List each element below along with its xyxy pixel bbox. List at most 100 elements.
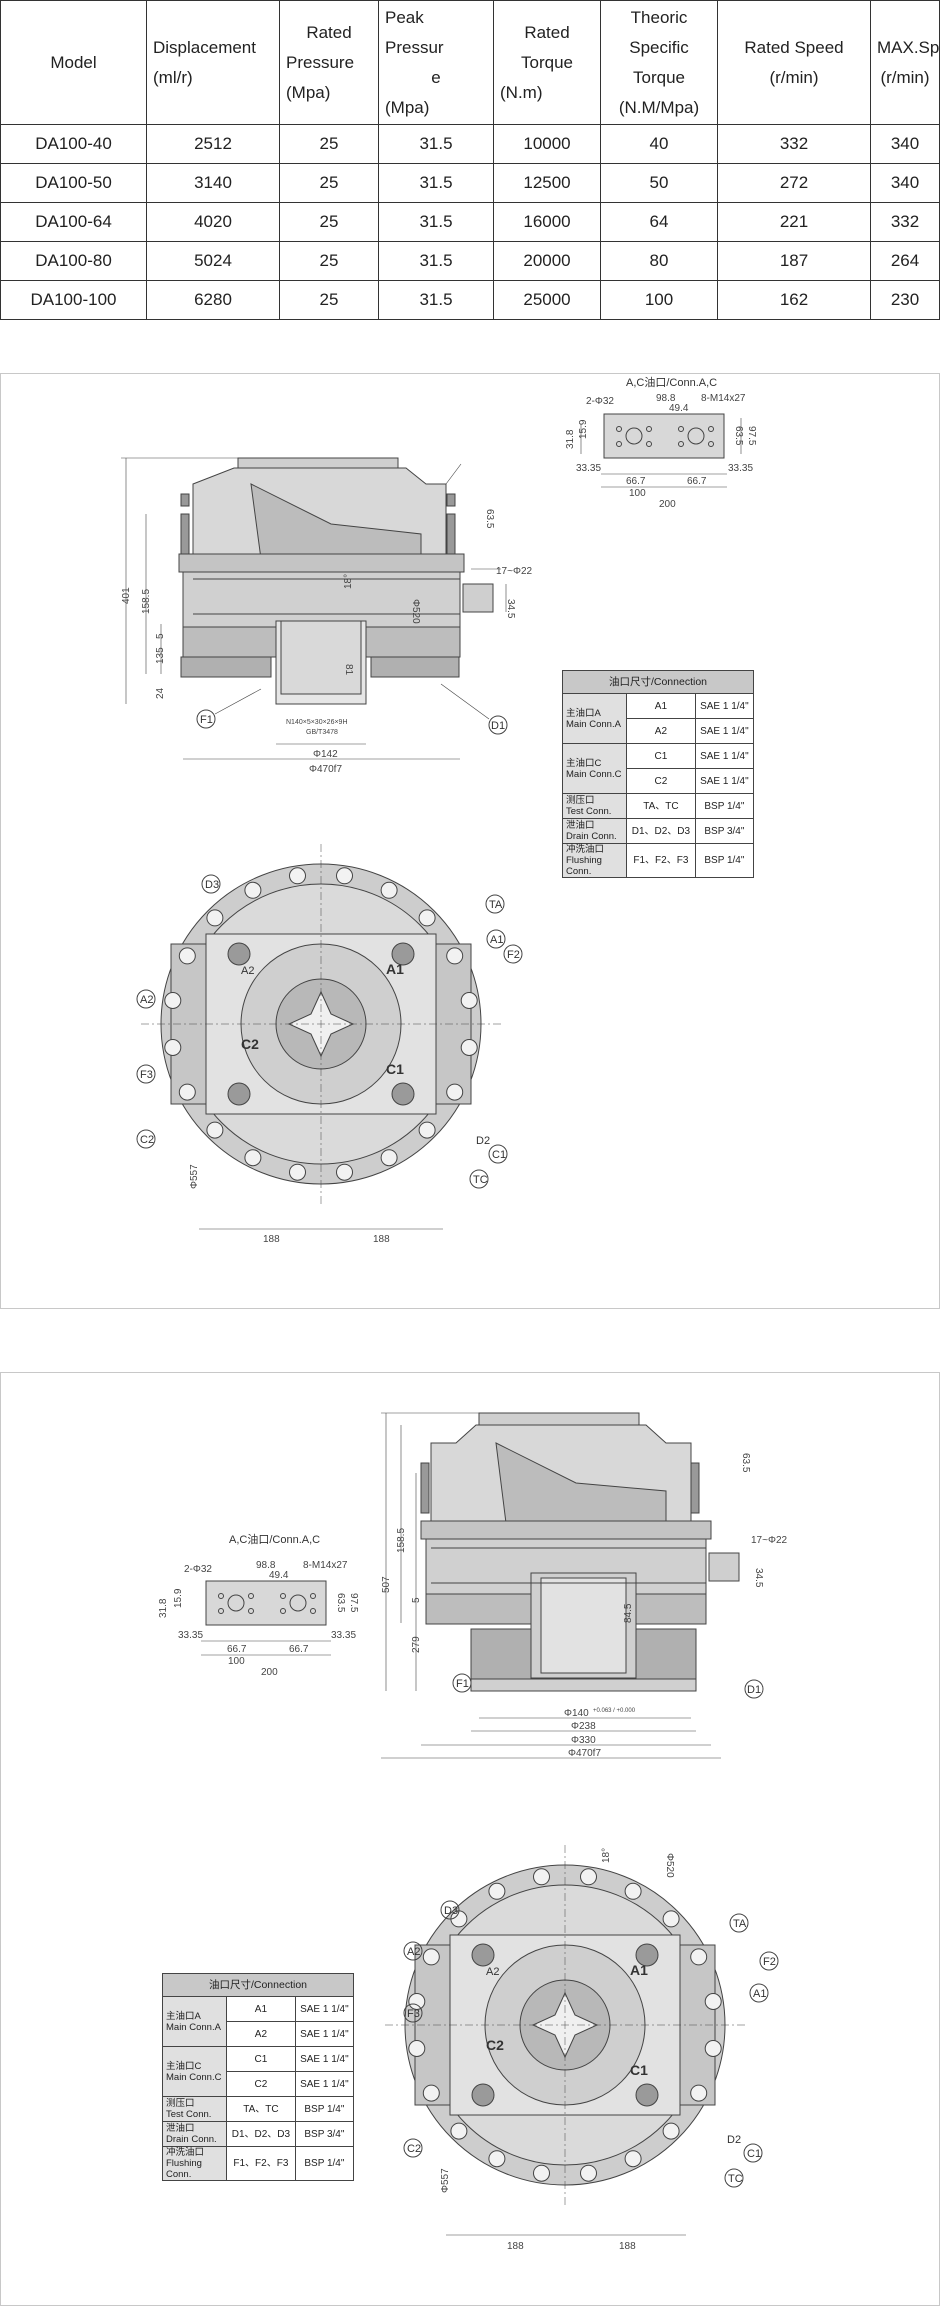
spec-cell: 31.5	[378, 241, 494, 281]
group-name-en: Test Conn.	[566, 806, 612, 817]
spec-cell: 31.5	[378, 280, 494, 320]
model-cell: DA100-80	[0, 241, 147, 281]
label-f2: F2	[763, 1956, 776, 1968]
bolt-hole	[533, 1868, 550, 1886]
drawing-svg-1: 401 158.5 135 5 24 63.5 17~Φ22 34.5 81 N…	[121, 375, 757, 1245]
group-name-cn: 测压口	[566, 795, 595, 806]
spec-cell: 332	[717, 124, 871, 164]
connection-table-header: 油口尺寸/Connection	[562, 670, 754, 694]
bolt-hole	[164, 1039, 182, 1056]
bolt-ring	[164, 867, 478, 1181]
group-name-en: Test Conn.	[166, 2109, 212, 2120]
dim-81: 81	[343, 664, 354, 676]
motor-top-view	[141, 844, 501, 1230]
flange-dim-66a: 66.7	[227, 1644, 247, 1655]
motor-top-view	[385, 1845, 745, 2236]
drawing-panel-1: 401 158.5 135 5 24 63.5 17~Φ22 34.5 81 N…	[0, 373, 940, 1309]
port-name-cell: C1	[226, 2046, 296, 2072]
dim-330: Φ330	[571, 1735, 596, 1746]
bolt-hole	[624, 1882, 642, 1900]
bolt-hole	[244, 1149, 262, 1167]
dim-188b: 188	[619, 2241, 636, 2252]
spec-cell: 187	[717, 241, 871, 281]
spec-cell: 272	[717, 163, 871, 203]
flange-dim-66a: 66.7	[626, 476, 646, 487]
flange-dim-8m: 8-M14x27	[303, 1560, 348, 1571]
bolt-hole	[418, 1121, 436, 1139]
group-name-en: Flushing Conn.	[166, 2158, 202, 2180]
bolt-hole	[336, 1163, 353, 1181]
header-model: Model	[0, 0, 147, 125]
bolt-hole	[336, 867, 353, 885]
spec-cell: 10000	[493, 124, 601, 164]
dim-angle: 18°	[343, 574, 354, 589]
flange-dim-49: 49.4	[269, 1570, 289, 1581]
dim-24: 24	[155, 687, 166, 699]
label-f3: F3	[407, 2008, 420, 2020]
dim-140: Φ140	[564, 1708, 589, 1719]
spec-cell: 16000	[493, 202, 601, 242]
model-cell: DA100-100	[0, 280, 147, 320]
dim-spline-std: GB/T3478	[306, 729, 338, 736]
flange-dim-31: 31.8	[158, 1598, 169, 1618]
spec-cell: 2512	[146, 124, 280, 164]
flange-dim-15: 15.9	[578, 419, 589, 439]
group-name-cn: 冲洗油口	[166, 2147, 205, 2158]
bolt-hole	[690, 1948, 708, 1966]
group-name-cn: 主油口A	[566, 707, 601, 719]
dim-142: Φ142	[313, 749, 338, 760]
flange-dim-31: 31.8	[565, 429, 576, 449]
port-thread-cell: SAE 1 1/4"	[294, 1996, 355, 2022]
bolt-hole	[460, 1039, 478, 1056]
group-name-en: Main Conn.A	[166, 2021, 221, 2033]
spec-cell: 20000	[493, 241, 601, 281]
bolt-hole	[580, 2164, 597, 2182]
dim-17: 17~Φ22	[751, 1535, 788, 1546]
label-f1: F1	[200, 714, 213, 726]
model-cell: DA100-40	[0, 124, 147, 164]
dim-angle: 18°	[601, 1848, 612, 1863]
spec-cell: 40	[600, 124, 718, 164]
dim-520: Φ520	[664, 1853, 675, 1878]
bolt-hole	[580, 1868, 597, 1886]
motor-side-view	[178, 457, 494, 705]
spec-cell: 6280	[146, 280, 280, 320]
dim-470: Φ470f7	[309, 764, 342, 775]
spec-cell: 64	[600, 202, 718, 242]
label-c2-port: C2	[486, 2037, 504, 2053]
dim-84: 84.5	[623, 1603, 634, 1623]
bolt-hole	[460, 992, 478, 1009]
port-name-cell: A2	[226, 2021, 296, 2047]
port-name-cell: C2	[226, 2071, 296, 2097]
bolt-hole	[408, 1993, 426, 2010]
bolt-hole	[624, 2150, 642, 2168]
label-tc: TC	[728, 2173, 743, 2185]
group-name-en: Flushing Conn.	[566, 855, 602, 877]
port-name-cell: A1	[226, 1996, 296, 2022]
spec-cell: 340	[870, 163, 940, 203]
flange-dim-98: 98.8	[656, 393, 676, 404]
dim-tolerance: +0.063 / +0.000	[593, 1708, 636, 1714]
dim-279: 279	[411, 1636, 422, 1653]
spec-cell: 12500	[493, 163, 601, 203]
spec-cell: 230	[870, 280, 940, 320]
port-name-cell: A1	[626, 693, 696, 719]
label-ta: TA	[733, 1918, 747, 1930]
bolt-hole	[488, 1882, 506, 1900]
spec-cell: 221	[717, 202, 871, 242]
flange-dim-15: 15.9	[173, 1588, 184, 1608]
spec-cell: 5024	[146, 241, 280, 281]
dim-557: Φ557	[189, 1164, 200, 1189]
label-f3: F3	[140, 1069, 153, 1081]
group-name-cn: 泄油口	[166, 2123, 195, 2134]
dim-135: 135	[155, 647, 166, 664]
